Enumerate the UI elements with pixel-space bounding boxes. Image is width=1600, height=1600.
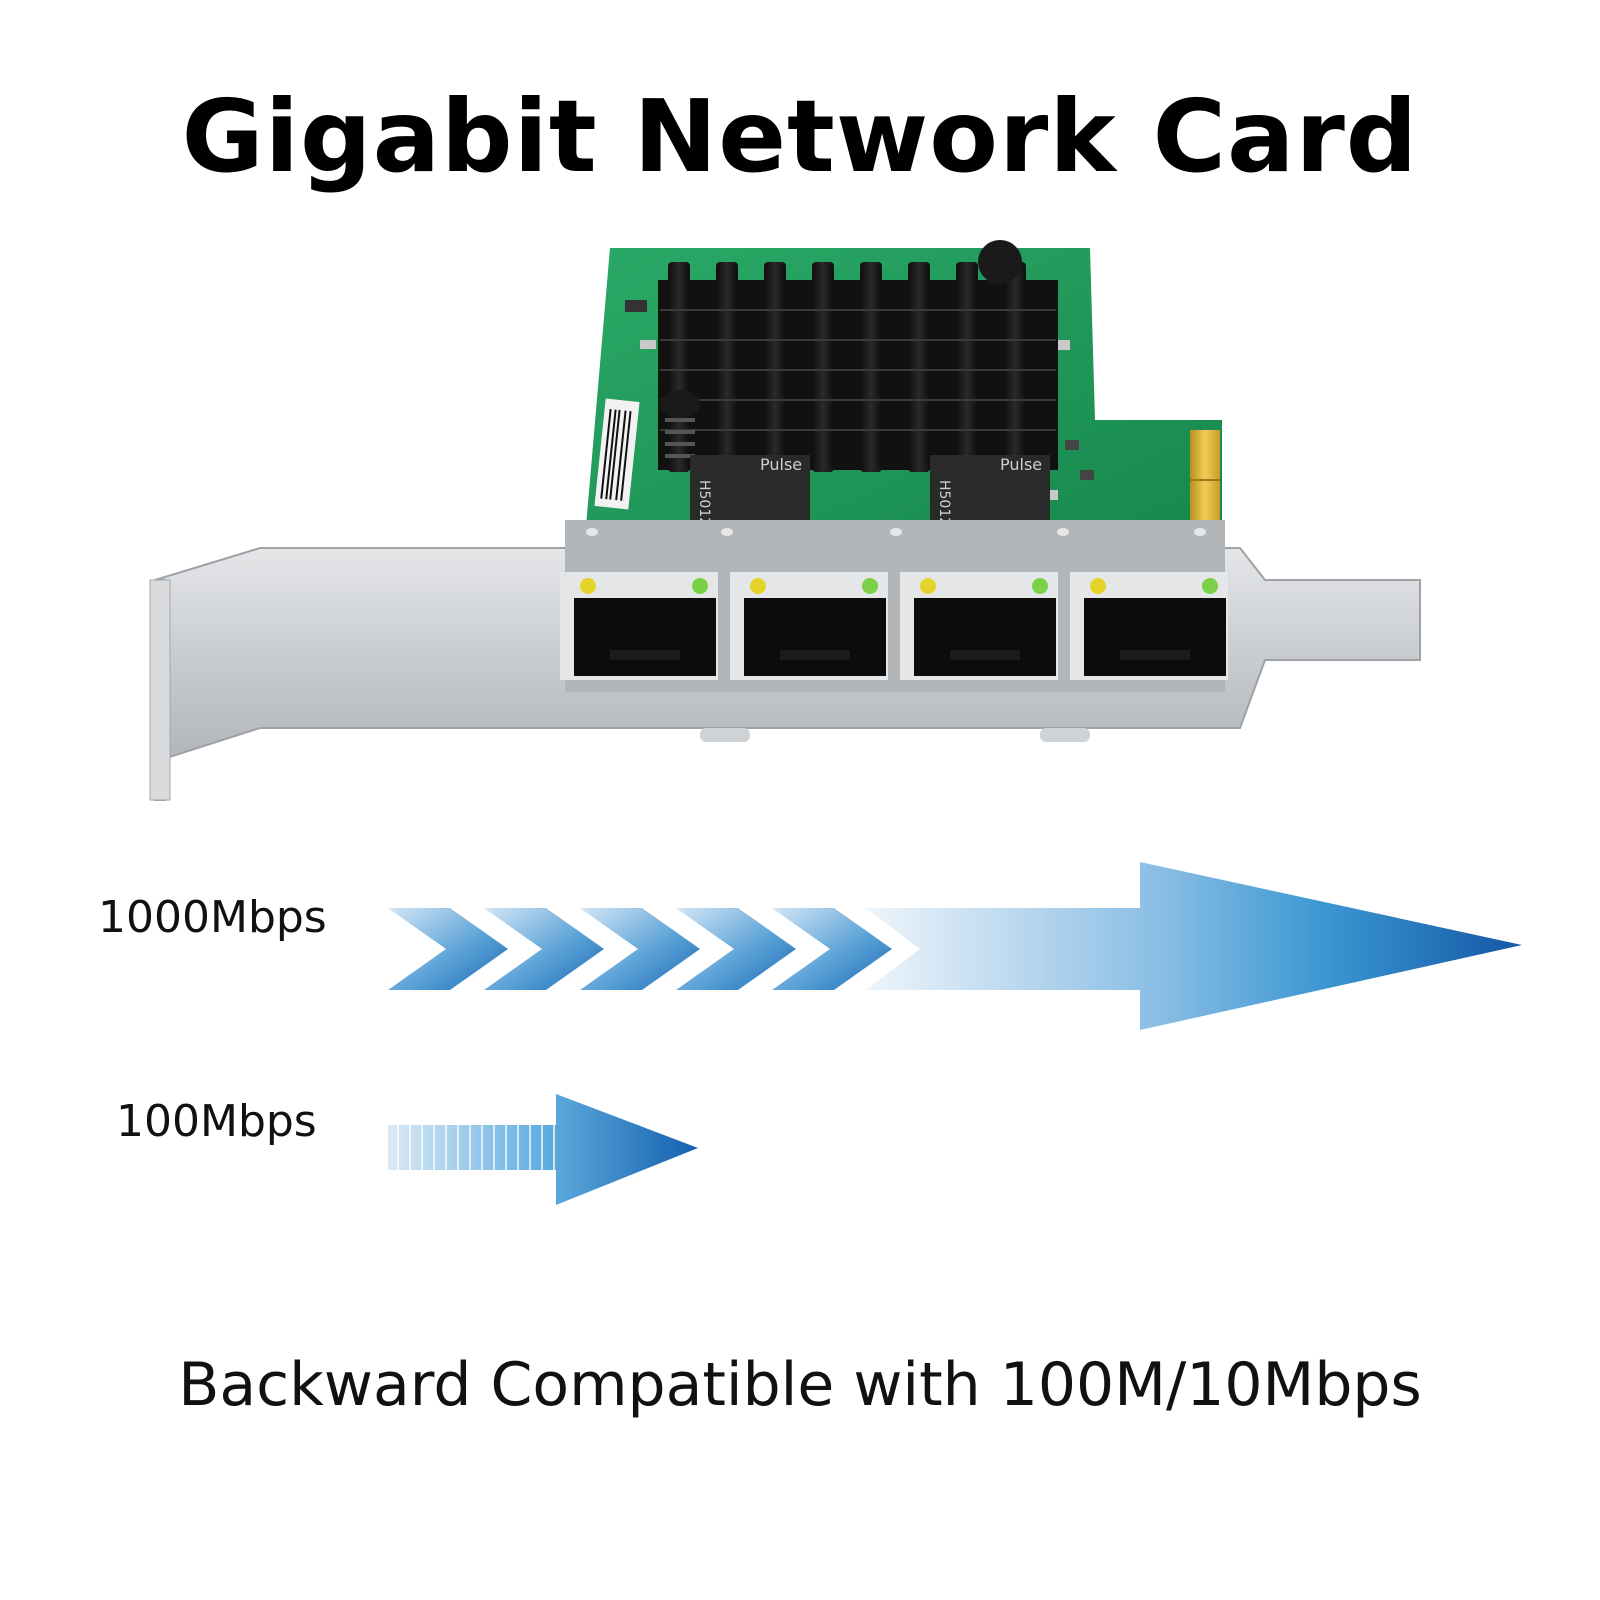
rj45-port-4 [1070, 572, 1228, 680]
chip-marking-right: H5012 [936, 480, 952, 526]
rj45-port-2 [730, 572, 888, 680]
led-yellow [580, 578, 596, 594]
heatsink [658, 240, 1058, 472]
compatibility-note: Backward Compatible with 100M/10Mbps [178, 1350, 1422, 1420]
rj45-port-1 [560, 572, 718, 680]
led-green [692, 578, 708, 594]
magnetics-chip-right: H5012 Pulse [930, 455, 1050, 530]
led-yellow [920, 578, 936, 594]
fast-ethernet-speed-label: 100Mbps [116, 1096, 317, 1147]
chip-marking-left: H5012 [696, 480, 712, 526]
led-green [1202, 578, 1218, 594]
gigabit-arrow [388, 862, 1522, 1030]
gigabit-speed-label: 1000Mbps [98, 892, 327, 943]
housing-dimples [586, 528, 1206, 536]
chip-brand-right: Pulse [1000, 455, 1042, 474]
network-card-image: H5012 Pulse H5012 Pulse [149, 240, 1421, 801]
speed-comparison-arrows [388, 862, 1522, 1205]
rj45-port-3 [900, 572, 1058, 680]
led-green [1032, 578, 1048, 594]
barcode-sticker [594, 398, 640, 510]
page-title: Gigabit Network Card [181, 78, 1419, 195]
chip-brand-left: Pulse [760, 455, 802, 474]
fast-ethernet-arrow [388, 1094, 698, 1205]
led-yellow [1090, 578, 1106, 594]
magnetics-chip-left: H5012 Pulse [690, 455, 810, 530]
led-yellow [750, 578, 766, 594]
led-green [862, 578, 878, 594]
